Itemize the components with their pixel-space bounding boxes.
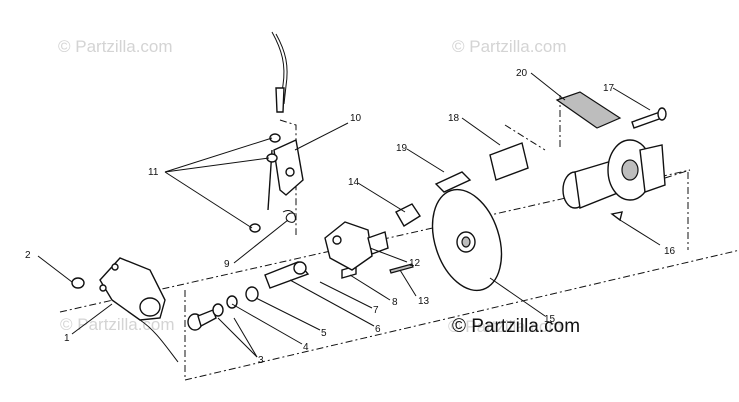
collar-part-5 bbox=[245, 286, 259, 302]
callout-6: 6 bbox=[375, 324, 381, 335]
watermark-top-left: © Partzilla.com bbox=[58, 37, 173, 56]
spring-part-9 bbox=[282, 210, 296, 223]
sheave-disc-part-15 bbox=[431, 188, 503, 292]
bolt-part-17 bbox=[631, 107, 667, 129]
callout-18: 18 bbox=[448, 113, 460, 124]
credit-text: © Partzilla.com bbox=[452, 316, 580, 337]
callout-7: 7 bbox=[373, 305, 379, 316]
cam-block-part-12 bbox=[324, 221, 389, 271]
callout-19: 19 bbox=[396, 143, 408, 154]
shoe-part-18 bbox=[489, 142, 529, 181]
nut-part-2 bbox=[71, 277, 85, 289]
callout-10: 10 bbox=[350, 113, 362, 124]
callout-8: 8 bbox=[392, 297, 398, 308]
hub-assembly bbox=[562, 139, 666, 209]
callout-14: 14 bbox=[348, 177, 360, 188]
watermark-top-right: © Partzilla.com bbox=[452, 37, 567, 56]
watermark-bottom-right: © Partzilla.com bbox=[448, 317, 563, 336]
callout-15: 15 bbox=[544, 314, 556, 325]
link-arm-part-6 bbox=[264, 261, 310, 289]
centerlines bbox=[59, 95, 739, 381]
label-plate-part-20 bbox=[555, 91, 622, 129]
lever-part-1 bbox=[99, 257, 166, 321]
block-part-14 bbox=[395, 203, 421, 227]
callout-17: 17 bbox=[603, 83, 615, 94]
plate-part-19 bbox=[434, 171, 472, 193]
callout-labels: 1 2 3 4 5 6 7 8 9 10 11 12 13 14 15 16 1… bbox=[25, 68, 676, 366]
pin-part-13 bbox=[389, 263, 414, 274]
callout-3: 3 bbox=[258, 355, 264, 366]
callout-11: 11 bbox=[148, 167, 159, 178]
callout-4: 4 bbox=[303, 342, 309, 353]
callout-1: 1 bbox=[64, 333, 70, 344]
clip-part-16 bbox=[610, 211, 623, 222]
bracket-part-10 bbox=[267, 138, 304, 211]
leader-lines bbox=[37, 72, 661, 358]
callout-20: 20 bbox=[516, 68, 528, 79]
callout-13: 13 bbox=[418, 296, 430, 307]
callout-9: 9 bbox=[224, 259, 230, 270]
callout-5: 5 bbox=[321, 328, 327, 339]
callout-12: 12 bbox=[409, 258, 421, 269]
cable bbox=[139, 31, 288, 363]
callout-2: 2 bbox=[25, 250, 31, 261]
washer-part-3b bbox=[212, 303, 224, 317]
callout-16: 16 bbox=[664, 246, 676, 257]
pin-part-3 bbox=[187, 309, 217, 331]
